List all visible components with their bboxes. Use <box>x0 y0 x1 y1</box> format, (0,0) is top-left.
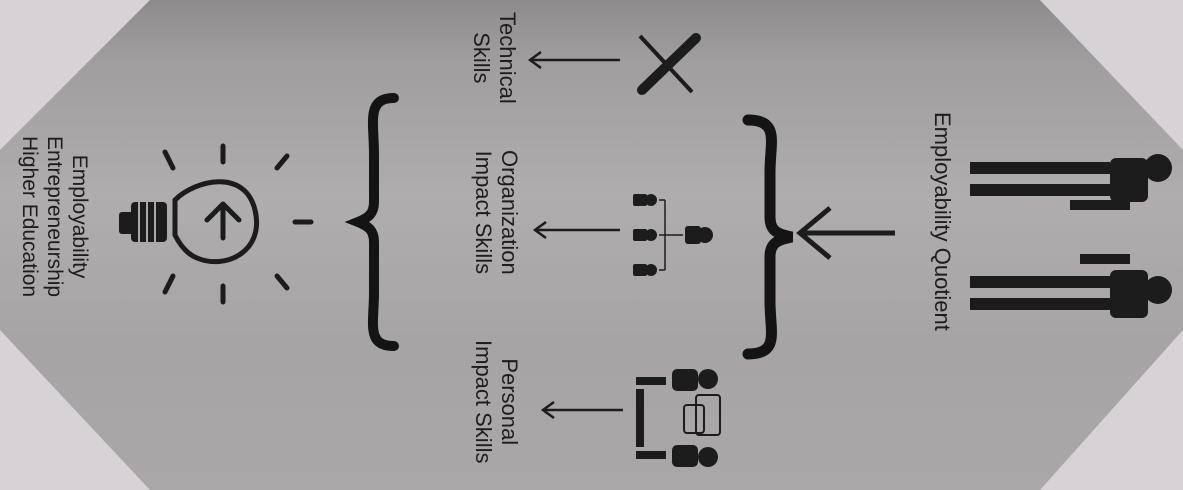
org-chart-icon <box>633 194 713 276</box>
main-arrow <box>796 206 895 260</box>
outcomes-brace <box>344 93 399 351</box>
two-people-icon <box>970 154 1172 318</box>
component-technical-label: Technical Skills <box>469 12 520 104</box>
components-brace <box>742 114 794 360</box>
lightbulb-icon <box>119 143 314 305</box>
outcomes-label: Employability Entrepreneurship Higher Ed… <box>18 136 91 298</box>
personal-arrow <box>540 400 623 420</box>
component-personal-label: Personal Impact Skills <box>471 340 522 464</box>
component-organization-label: Organization Impact Skills <box>471 150 522 275</box>
organization-arrow <box>532 220 620 240</box>
diagram-title: Employability Quotient <box>930 112 955 331</box>
meeting-icon <box>636 369 721 467</box>
technical-arrow <box>527 50 620 70</box>
pencil-ruler-icon <box>637 33 701 95</box>
